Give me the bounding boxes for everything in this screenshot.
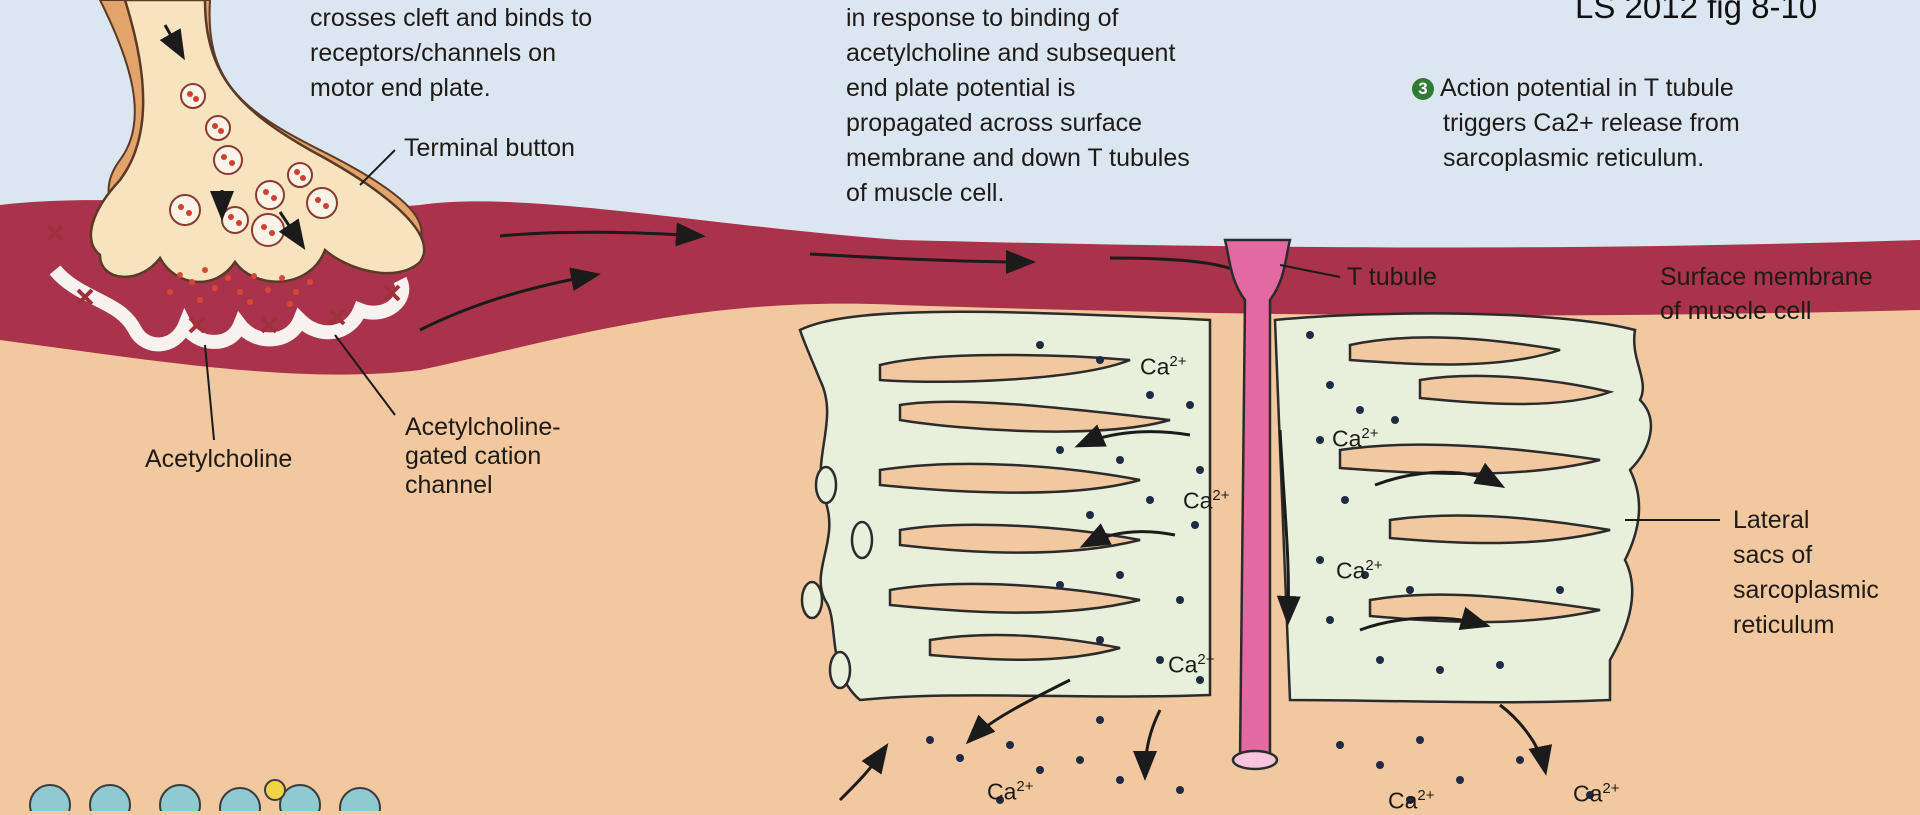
calcium-symbol: Ca bbox=[1336, 558, 1365, 584]
ach-channel-label-3: channel bbox=[405, 470, 493, 501]
step-number-badge: 3 bbox=[1412, 78, 1434, 100]
calcium-charge: 2+ bbox=[1197, 651, 1214, 668]
t-tubule-opening bbox=[1233, 751, 1277, 769]
step2-line: membrane and down T tubules bbox=[846, 143, 1190, 174]
calcium-symbol: Ca bbox=[987, 779, 1016, 805]
lateral-sacs-label-3: sarcoplasmic bbox=[1733, 575, 1879, 606]
ach-channel-label-2: gated cation bbox=[405, 441, 541, 472]
step2-line: of muscle cell. bbox=[846, 178, 1004, 209]
calcium-label: Ca2+ bbox=[1183, 487, 1230, 515]
acetylcholine-label: Acetylcholine bbox=[145, 444, 292, 475]
t-tubule-label: T tubule bbox=[1347, 262, 1437, 293]
lateral-sacs-label-4: reticulum bbox=[1733, 610, 1834, 641]
figure-reference: LS 2012 fig 8-10 bbox=[1575, 0, 1817, 26]
calcium-symbol: Ca bbox=[1573, 781, 1602, 807]
calcium-label: Ca2+ bbox=[1336, 557, 1383, 585]
step2-line: propagated across surface bbox=[846, 108, 1142, 139]
calcium-label: Ca2+ bbox=[987, 778, 1034, 806]
calcium-label: Ca2+ bbox=[1140, 353, 1187, 381]
ach-channel-label-1: Acetylcholine- bbox=[405, 412, 561, 443]
calcium-charge: 2+ bbox=[1602, 780, 1619, 797]
step2-line: acetylcholine and subsequent bbox=[846, 38, 1175, 69]
terminal-button-label: Terminal button bbox=[404, 133, 575, 164]
surface-membrane-label-1: Surface membrane bbox=[1660, 262, 1873, 293]
calcium-charge: 2+ bbox=[1169, 353, 1186, 370]
calcium-label: Ca2+ bbox=[1168, 651, 1215, 679]
step3-line: 3 Action potential in T tubule bbox=[1412, 73, 1734, 104]
calcium-symbol: Ca bbox=[1388, 788, 1417, 814]
calcium-charge: 2+ bbox=[1417, 787, 1434, 804]
calcium-label: Ca2+ bbox=[1573, 780, 1620, 808]
calcium-charge: 2+ bbox=[1361, 425, 1378, 442]
step1-line: crosses cleft and binds to bbox=[310, 3, 592, 34]
lateral-sacs-label-2: sacs of bbox=[1733, 540, 1812, 571]
step3-line: sarcoplasmic reticulum. bbox=[1443, 143, 1704, 174]
step1-line: motor end plate. bbox=[310, 73, 491, 104]
calcium-charge: 2+ bbox=[1365, 557, 1382, 574]
step2-line: in response to binding of bbox=[846, 3, 1118, 34]
step2-line: end plate potential is bbox=[846, 73, 1075, 104]
calcium-symbol: Ca bbox=[1140, 354, 1169, 380]
calcium-charge: 2+ bbox=[1016, 778, 1033, 795]
calcium-symbol: Ca bbox=[1168, 652, 1197, 678]
step1-line: receptors/channels on bbox=[310, 38, 556, 69]
sarcoplasmic-reticulum-right bbox=[1275, 313, 1651, 702]
calcium-symbol: Ca bbox=[1183, 488, 1212, 514]
step3-line: triggers Ca2+ release from bbox=[1443, 108, 1740, 139]
step3-line-text: Action potential in T tubule bbox=[1440, 74, 1734, 102]
calcium-charge: 2+ bbox=[1212, 487, 1229, 504]
calcium-label: Ca2+ bbox=[1332, 425, 1379, 453]
lateral-sacs-label-1: Lateral bbox=[1733, 505, 1809, 536]
surface-membrane-label-2: of muscle cell bbox=[1660, 296, 1811, 327]
calcium-symbol: Ca bbox=[1332, 426, 1361, 452]
